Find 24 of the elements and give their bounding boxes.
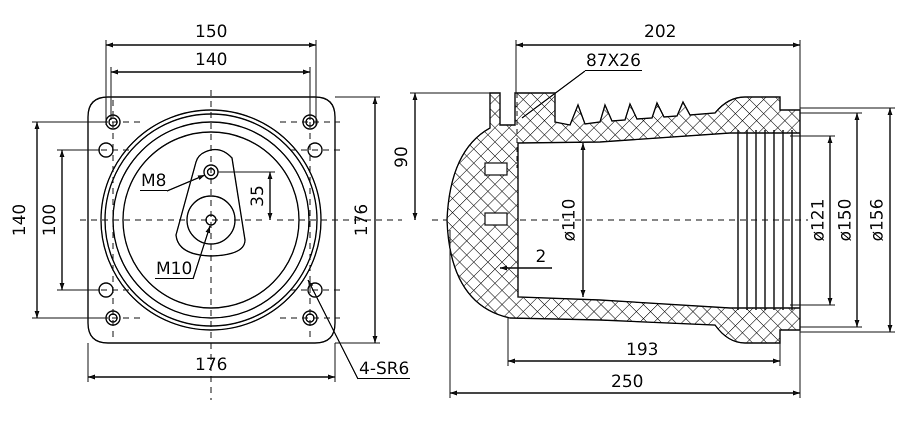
callout-label: M10 <box>155 260 194 279</box>
dimension-label: ø156 <box>868 198 886 242</box>
dimension-label: 35 <box>248 185 267 207</box>
dimension-label: 150 <box>195 23 228 41</box>
dimension-label: 2 <box>536 248 546 266</box>
leader-line <box>166 174 206 192</box>
dimension-label: 140 <box>195 51 228 69</box>
dimension-label: 90 <box>392 146 411 168</box>
leader-line <box>307 280 359 380</box>
dimension-label: ø110 <box>560 198 578 242</box>
dimension-label: ø150 <box>836 198 854 242</box>
dimension-label: 202 <box>644 23 676 41</box>
dimension-label: 176 <box>195 356 228 374</box>
callout-label: 87X26 <box>585 52 642 71</box>
dimension-label: 193 <box>626 341 658 359</box>
callout-label: M8 <box>140 172 168 191</box>
leader-line <box>192 226 211 280</box>
dimension-label: 250 <box>611 373 644 391</box>
leader-line <box>522 70 586 119</box>
dimension-label: 140 <box>11 204 30 236</box>
dimension-label: 100 <box>41 204 60 236</box>
callout-label: 4-SR6 <box>358 360 410 379</box>
dimension-label: ø121 <box>808 198 827 242</box>
dimension-label: 176 <box>353 204 372 236</box>
